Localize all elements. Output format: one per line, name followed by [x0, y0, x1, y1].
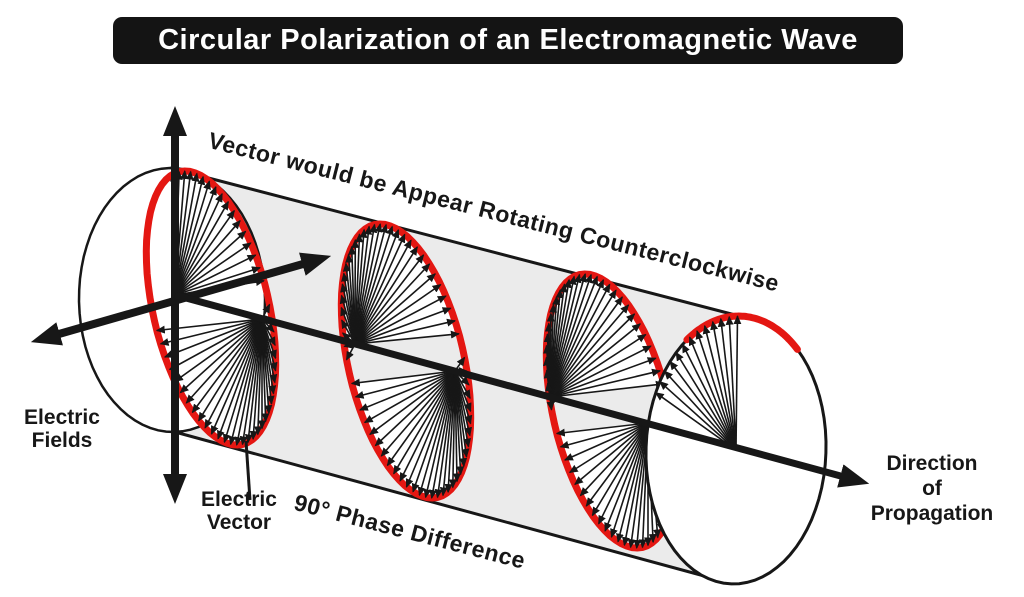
electric-vector-arrow: [555, 422, 649, 437]
electric-vector-arrow: [354, 318, 456, 345]
electric-vector-arrow: [597, 422, 649, 525]
electric-vector-arrow: [417, 370, 456, 497]
direction-of-propagation-label: Direction of Propagation: [870, 452, 994, 525]
electric-vector-arrow: [688, 336, 737, 451]
title-banner: Circular Polarization of an Electromagne…: [113, 17, 903, 64]
electric-vector-arrow: [549, 357, 657, 398]
electric-vector-arrow: [393, 370, 456, 475]
electric-vector-label: Electric Vector: [201, 488, 277, 534]
electric-vector-arrow: [725, 315, 737, 451]
electric-vector-arrow: [354, 223, 378, 345]
electric-vector-arrow: [354, 233, 406, 345]
cylinder-bottom-edge: [174, 430, 731, 585]
electric-vector-arrow: [659, 381, 737, 451]
vector-fan-4-up: [543, 273, 665, 411]
electric-vector-arrow: [559, 422, 649, 449]
cylinder-top-edge: [169, 166, 744, 319]
electric-vector-arrow: [675, 351, 737, 451]
electric-vector-arrow: [354, 370, 456, 399]
vector-fan-2-up-background: [341, 224, 459, 360]
electric-vector-arrow: [585, 422, 649, 507]
electric-vector-arrow: [369, 370, 456, 436]
electric-vector-arrow: [354, 283, 442, 345]
electric-vector-arrow: [717, 317, 737, 451]
electric-vector-arrow: [549, 313, 636, 398]
electric-vector-arrow: [733, 315, 742, 451]
electric-vector-arrow: [604, 422, 649, 532]
electric-vector-arrow: [549, 345, 652, 398]
electric-vector-arrow: [354, 295, 447, 345]
electric-vector-arrow: [549, 323, 641, 398]
electric-vector-arrow: [549, 273, 593, 398]
electric-vector-arrow: [354, 307, 452, 345]
electric-vector-arrow: [354, 239, 412, 345]
electric-vector-arrow: [669, 360, 737, 451]
electric-vector-arrow: [439, 370, 456, 497]
electric-vector-arrow: [610, 422, 649, 538]
electric-vector-arrow: [681, 343, 737, 451]
propagation-axis: [174, 291, 870, 488]
vector-fan-3-down-background: [351, 357, 471, 498]
electric-vector-arrow: [399, 370, 456, 482]
electric-vector-arrow: [429, 370, 456, 499]
electric-vector-arrow: [405, 370, 456, 488]
electric-vector-arrow: [579, 422, 649, 497]
electric-vector-arrow: [549, 296, 623, 398]
electric-vector-arrow: [549, 289, 617, 398]
electric-vector-arrow: [354, 223, 388, 345]
electric-vector-arrow: [549, 273, 582, 398]
electric-vector-arrow: [549, 333, 647, 398]
electric-vector-arrow: [423, 370, 456, 499]
electric-vector-arrow: [434, 370, 456, 499]
diagram-title: Circular Polarization of an Electromagne…: [158, 24, 858, 56]
electric-vector-arrow: [549, 368, 661, 398]
electric-vector-arrow: [354, 228, 400, 345]
electric-vector-arrow: [549, 304, 630, 398]
electric-vector-arrow: [574, 422, 649, 486]
electric-vector-arrow: [350, 370, 456, 387]
electric-vector-arrow: [549, 275, 599, 398]
electric-vector-arrow: [549, 278, 605, 398]
electric-vector-arrow: [354, 263, 431, 345]
electric-vector-arrow: [591, 422, 649, 517]
electric-vector-arrow: [354, 246, 418, 345]
electric-vector-arrow: [702, 324, 737, 451]
electric-vector-arrow: [374, 370, 456, 447]
electric-vector-pointer-line: [244, 440, 252, 501]
vector-fan-3-down: [350, 356, 473, 499]
electric-vector-arrow: [354, 254, 425, 345]
electric-vector-arrow: [621, 422, 649, 547]
electric-vector-arrow: [549, 283, 611, 398]
electric-vector-arrow: [616, 422, 649, 543]
electric-fields-label: Electric Fields: [24, 406, 100, 452]
electric-vector-arrow: [354, 273, 436, 345]
electric-vector-arrow: [358, 370, 456, 411]
electric-vector-arrow: [354, 330, 460, 345]
electric-vector-arrow: [354, 223, 383, 345]
electric-vector-arrow: [363, 370, 456, 424]
electric-vector-arrow: [710, 320, 737, 451]
electric-vector-arrow: [664, 370, 737, 451]
electric-vector-arrow: [411, 370, 456, 493]
electric-vector-arrow: [354, 225, 394, 345]
electric-vector-arrow: [549, 380, 665, 398]
electric-vector-arrow: [695, 330, 737, 451]
electric-vector-arrow: [568, 422, 649, 474]
electric-vector-arrow: [380, 370, 456, 457]
electric-vector-arrow: [386, 370, 456, 467]
electric-vector-arrow: [563, 422, 649, 461]
electric-vector-arrow: [549, 273, 587, 398]
